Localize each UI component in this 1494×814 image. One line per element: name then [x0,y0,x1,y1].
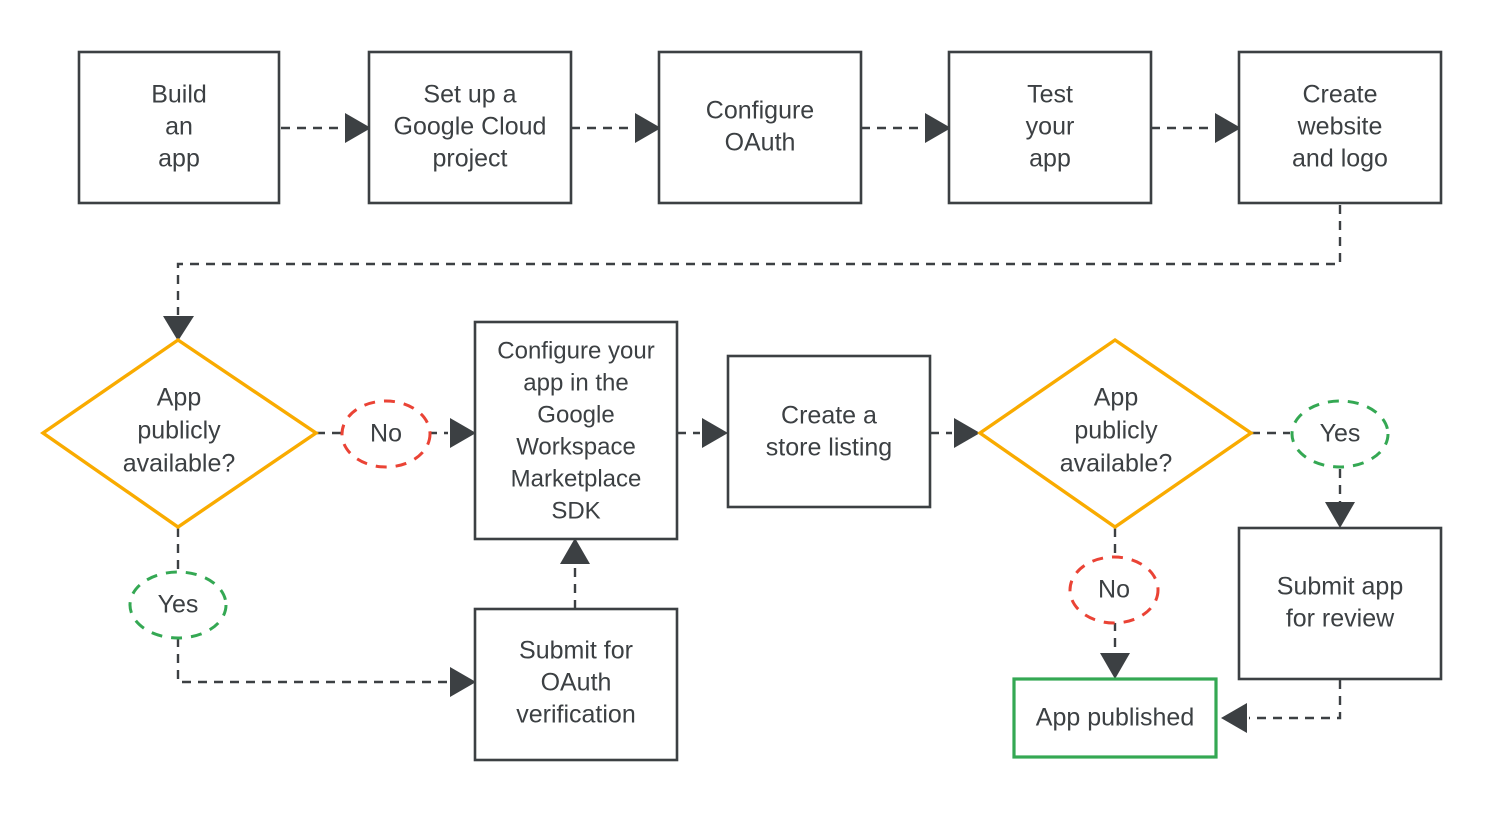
edge-decision2-yes-to-review [1251,431,1355,528]
node-label-line: SDK [551,497,600,524]
node-shape-rectangle [726,354,932,509]
node-label-line: Configure [706,97,814,125]
node-shape-rectangle [367,50,573,205]
node-decision-app-publicly-available-2[interactable]: App publicly available? [977,337,1255,530]
edge-listing-to-decision2 [930,418,980,448]
node-label-line: App [157,384,201,412]
edge-sdk-to-listing [677,418,728,448]
label-ellipse-shape [1068,555,1160,625]
edge-test-to-website [1151,113,1241,143]
node-label-line: your [1026,113,1075,141]
node-shape-rectangle [657,50,863,205]
node-decision-app-publicly-available-1[interactable]: App publicly available? [40,337,320,530]
arrow-head-icon [1221,703,1247,733]
node-label-line: publicly [1074,417,1158,445]
arrow-head-icon [1215,113,1241,143]
arrow-head-icon [1325,502,1355,528]
edge-label-yes-2: Yes [1290,399,1390,469]
label-ellipse-shape [340,399,432,469]
node-label-line: project [432,145,507,173]
node-label-line: publicly [137,417,221,445]
edge-label: Yes [158,591,199,619]
node-label-line: Workspace [516,433,636,460]
arrow-head-icon [1100,653,1130,679]
edge-gcp-to-oauth [571,113,661,143]
node-label-line: app [158,145,200,173]
node-label-line: app in the [523,369,628,396]
edge-label: Yes [1320,420,1361,448]
edge-label: No [1098,576,1130,604]
node-label-line: Google Cloud [394,113,547,141]
edge-build-to-gcp [281,113,371,143]
node-submit-app-for-review[interactable]: Submit app for review [1237,526,1443,681]
edge-review-to-published [1221,680,1342,733]
arrow-head-icon [954,418,980,448]
node-label-line: Test [1027,81,1073,109]
node-label-line: Google [537,401,614,428]
node-shape-rectangle-success [1012,677,1218,759]
node-label-line: website [1297,113,1383,141]
node-label-line: an [165,113,193,141]
node-app-published[interactable]: App published [1012,677,1218,759]
node-shape-rectangle [77,50,281,205]
label-ellipse-shape [1290,399,1390,469]
node-label-line: app [1029,145,1071,173]
arrow-head-icon [345,113,371,143]
arrow-head-icon [163,316,194,341]
arrow-head-icon [560,538,590,564]
arrow-head-icon [450,667,476,697]
label-ellipse-shape [128,570,228,640]
edge-label-yes-1: Yes [128,570,228,640]
node-label-line: App published [1036,704,1194,732]
node-label-line: Create [1302,81,1377,109]
edge-decision2-no-to-published [1100,528,1130,679]
node-label-line: Create a [781,402,877,430]
node-label-line: Marketplace [511,465,642,492]
node-label-line: Set up a [423,81,516,109]
node-label-line: available? [123,450,236,478]
node-shape-diamond [40,337,320,530]
node-configure-app-in-marketplace-sdk[interactable]: Configure your app in the Google Workspa… [473,320,679,541]
node-label-line: for review [1286,605,1395,633]
node-shape-diamond [977,337,1255,530]
edge-label-no-2: No [1068,555,1160,625]
node-set-up-gcp-project[interactable]: Set up a Google Cloud project [367,50,573,205]
node-label-line: App [1094,384,1138,412]
node-create-store-listing[interactable]: Create a store listing [726,354,932,509]
node-build-an-app[interactable]: Build an app [77,50,281,205]
node-label-line: and logo [1292,145,1388,173]
edge-verification-to-sdk [560,538,590,609]
node-submit-for-oauth-verification[interactable]: Submit for OAuth verification [473,607,679,762]
node-label-line: verification [516,701,636,729]
edge-decision1-yes-to-verification [176,528,476,697]
node-configure-oauth[interactable]: Configure OAuth [657,50,863,205]
node-label-line: Build [151,81,207,109]
arrow-head-icon [925,113,951,143]
arrow-head-icon [702,418,728,448]
edge-oauth-to-test [861,113,951,143]
arrow-head-icon [635,113,661,143]
edge-label: No [370,420,402,448]
edge-website-to-decision1 [163,205,1342,341]
arrow-head-icon [450,418,476,448]
edge-label-no-1: No [340,399,432,469]
node-label-line: available? [1060,450,1173,478]
node-shape-rectangle [947,50,1153,205]
node-label-line: store listing [766,434,892,462]
node-label-line: Configure your [497,337,654,364]
node-label-line: OAuth [725,129,796,157]
node-shape-rectangle [1237,526,1443,681]
node-test-your-app[interactable]: Test your app [947,50,1153,205]
node-shape-rectangle [473,320,679,541]
node-shape-rectangle [473,607,679,762]
node-label-line: Submit for [519,637,633,665]
node-shape-rectangle [1237,50,1443,205]
node-label-line: Submit app [1277,573,1403,601]
node-label-line: OAuth [541,669,612,697]
node-create-website-and-logo[interactable]: Create website and logo [1237,50,1443,205]
